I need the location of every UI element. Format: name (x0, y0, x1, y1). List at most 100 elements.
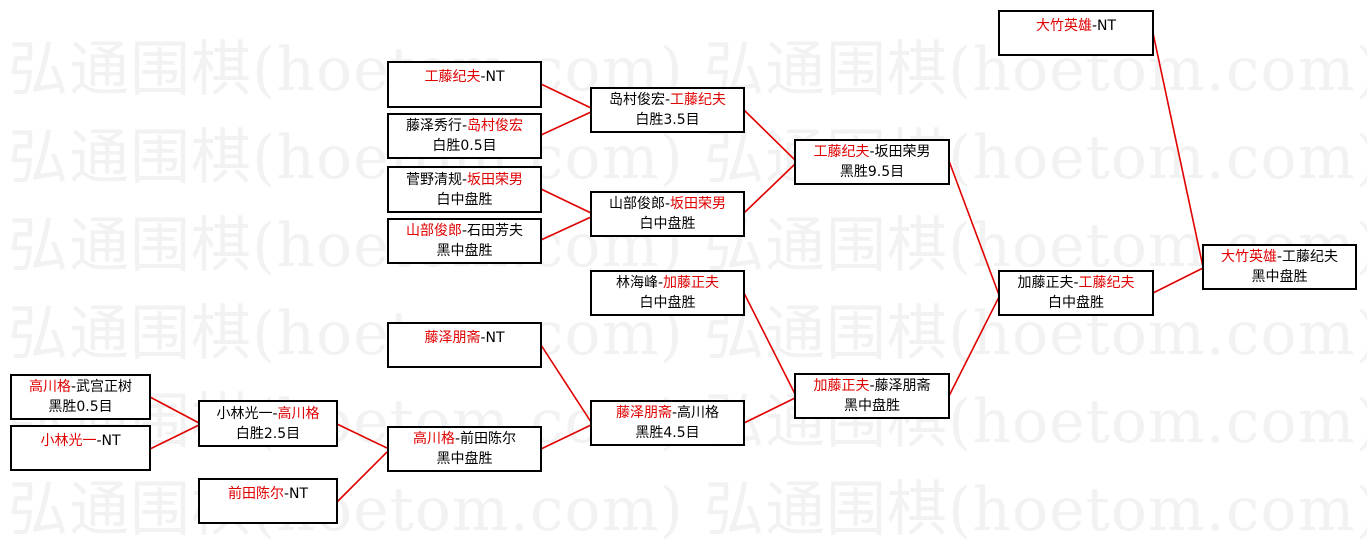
match-players: 大竹英雄-工藤纪夫 (1220, 249, 1339, 265)
loser-name: NT (1097, 18, 1117, 34)
match-box-kato-vs-fujisawa-hosai: 加藤正夫-藤泽朋斋 黑中盘胜 (794, 373, 950, 419)
loser-name: NT (101, 433, 121, 449)
loser-name: 山部俊郎 (608, 196, 665, 212)
bracket-connectors (149, 32, 1204, 503)
match-box-yamabe-vs-ishida: 山部俊郎-石田芳夫 黑中盘胜 (387, 218, 542, 264)
match-result: 白胜3.5目 (635, 112, 700, 128)
connector-line (540, 216, 592, 241)
winner-name: 岛村俊宏 (467, 118, 524, 134)
winner-name: 前田陈尔 (227, 486, 284, 502)
match-result: 黑中盘胜 (436, 451, 493, 467)
match-box-ohtake-nt: 大竹英雄-NT (998, 10, 1154, 56)
match-players: 加藤正夫-藤泽朋斋 (813, 378, 931, 394)
match-box-takagawa-vs-maeda: 高川格-前田陈尔 黑中盘胜 (387, 426, 542, 472)
match-players: 山部俊郎-石田芳夫 (405, 223, 524, 239)
loser-name: 加藤正夫 (1017, 275, 1074, 291)
connector-line (336, 451, 388, 503)
connector-line (149, 424, 200, 450)
loser-name: 高川格 (677, 405, 720, 421)
match-result: 黑中盘胜 (844, 398, 900, 414)
loser-name: 藤泽朋斋 (874, 378, 931, 394)
connector-line (1152, 267, 1204, 294)
winner-name: 工藤纪夫 (424, 69, 481, 85)
connector-line (540, 188, 592, 214)
connector-line (336, 423, 388, 449)
match-box-kobayashi-vs-takagawa: 小林光一-高川格 白胜2.5目 (198, 400, 338, 447)
connector-line (540, 111, 592, 136)
loser-name: 坂田荣男 (874, 144, 931, 160)
winner-name: 大竹英雄 (1035, 18, 1092, 34)
match-box-kudo-nt: 工藤纪夫-NT (387, 61, 542, 108)
match-box-takagawa-vs-takemiya: 高川格-武宫正树 黑胜0.5目 (10, 374, 151, 420)
loser-name: 岛村俊宏 (608, 92, 665, 108)
loser-name: 前田陈尔 (460, 431, 517, 447)
connector-line (743, 397, 796, 424)
match-players: 高川格-武宫正树 (28, 379, 133, 395)
match-result: 白中盘胜 (1048, 295, 1104, 311)
loser-name: 武宫正树 (76, 379, 133, 395)
loser-name: 菅野清规 (405, 171, 462, 188)
match-result: 白胜2.5目 (235, 425, 301, 442)
loser-name: NT (485, 69, 505, 85)
connector-line (743, 292, 796, 395)
match-players: 工藤纪夫-NT (424, 69, 505, 85)
winner-name: 工藤纪夫 (670, 92, 727, 108)
loser-name: 工藤纪夫 (1282, 249, 1339, 265)
match-players: 前田陈尔-NT (227, 486, 309, 502)
winner-name: 高川格 (277, 405, 320, 422)
match-box-sugano-vs-sakata: 菅野清规-坂田荣男 白中盘胜 (387, 166, 542, 213)
winner-name: 高川格 (412, 431, 455, 447)
connector-line (1152, 32, 1204, 268)
loser-name: 小林光一 (216, 405, 273, 422)
match-result: 黑胜0.5目 (48, 399, 113, 415)
match-box-shimamura-vs-kudo: 岛村俊宏-工藤纪夫 白胜3.5目 (590, 87, 745, 133)
match-players: 大竹英雄-NT (1035, 18, 1117, 34)
match-box-final: 大竹英雄-工藤纪夫 黑中盘胜 (1202, 244, 1357, 290)
match-players: 藤泽朋斋-NT (424, 330, 505, 346)
match-players: 加藤正夫-工藤纪夫 (1017, 275, 1135, 291)
connector-line (540, 424, 592, 450)
winner-name: 藤泽朋斋 (424, 330, 481, 346)
match-box-kato-vs-kudo: 加藤正夫-工藤纪夫 白中盘胜 (998, 270, 1154, 316)
loser-name: NT (289, 486, 309, 502)
winner-name: 山部俊郎 (405, 223, 462, 239)
match-result: 黑中盘胜 (1251, 269, 1308, 285)
match-players: 藤泽朋斋-高川格 (615, 405, 720, 421)
winner-name: 高川格 (28, 379, 71, 395)
winner-name: 小林光一 (40, 433, 97, 449)
match-box-fujisawa-hosai-nt: 藤泽朋斋-NT (387, 322, 542, 368)
match-box-kobayashi-nt: 小林光一-NT (10, 425, 151, 471)
match-players: 高川格-前田陈尔 (412, 431, 517, 447)
match-result: 白中盘胜 (639, 295, 696, 311)
winner-name: 坂田荣男 (670, 196, 727, 212)
loser-name: NT (485, 330, 505, 346)
match-box-yamabe-vs-sakata: 山部俊郎-坂田荣男 白中盘胜 (590, 191, 745, 237)
match-players: 小林光一-NT (40, 433, 121, 449)
match-result: 黑胜9.5目 (839, 164, 905, 180)
loser-name: 藤泽秀行 (405, 118, 462, 134)
match-result: 白中盘胜 (436, 191, 493, 208)
match-box-rin-vs-kato: 林海峰-加藤正夫 白中盘胜 (590, 270, 745, 316)
match-result: 白中盘胜 (639, 216, 696, 232)
match-players: 山部俊郎-坂田荣男 (608, 196, 727, 212)
connector-line (540, 83, 592, 109)
connector-line (948, 160, 1000, 296)
match-players: 菅野清规-坂田荣男 (405, 171, 524, 188)
match-box-fujisawa-vs-shimamura: 藤泽秀行-岛村俊宏 白胜0.5目 (387, 113, 542, 159)
connector-line (743, 163, 796, 214)
connector-line (743, 109, 796, 161)
match-players: 工藤纪夫-坂田荣男 (813, 144, 931, 160)
match-box-kudo-vs-sakata: 工藤纪夫-坂田荣男 黑胜9.5目 (794, 139, 950, 185)
match-players: 岛村俊宏-工藤纪夫 (608, 92, 727, 108)
match-result: 黑胜4.5目 (635, 425, 700, 441)
match-players: 林海峰-加藤正夫 (615, 275, 720, 291)
connector-line (540, 344, 592, 423)
winner-name: 大竹英雄 (1220, 249, 1277, 265)
connector-line (948, 296, 1000, 397)
match-result: 黑中盘胜 (436, 243, 493, 259)
match-box-fujisawa-hosai-vs-takagawa: 藤泽朋斋-高川格 黑胜4.5目 (590, 400, 745, 446)
winner-name: 加藤正夫 (663, 275, 720, 291)
match-result: 白胜0.5目 (432, 138, 497, 154)
winner-name: 工藤纪夫 (1078, 275, 1135, 291)
connector-line (149, 396, 200, 424)
